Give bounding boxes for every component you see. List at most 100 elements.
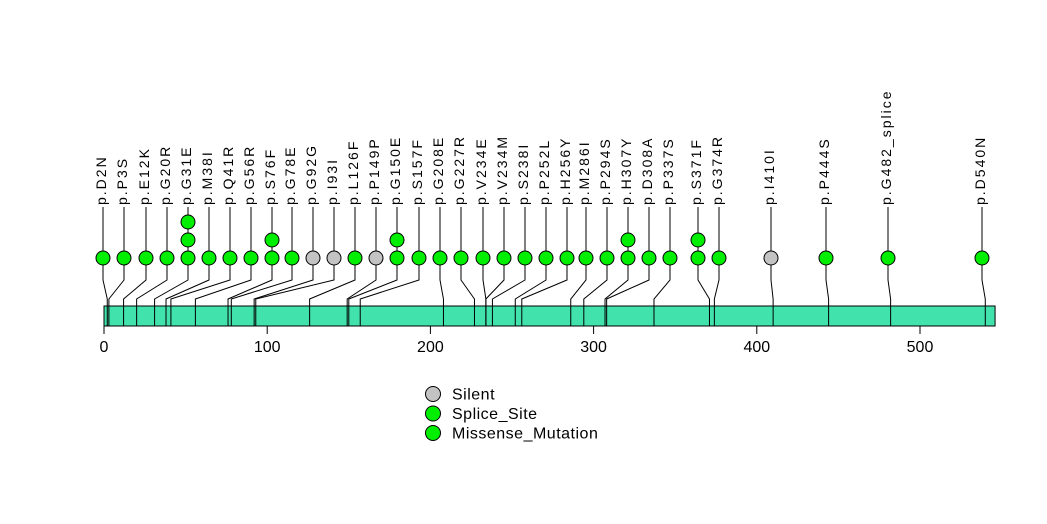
mutation-point[interactable] — [180, 232, 196, 248]
mutation-point[interactable] — [538, 250, 554, 266]
mutation-label: p.H307Y — [618, 137, 634, 205]
legend-label: Missense_Mutation — [452, 426, 598, 443]
lollipop-p.G31E: p.G31E — [154, 146, 196, 326]
axis-tick-label: 300 — [580, 339, 607, 356]
mutation-point[interactable] — [411, 250, 427, 266]
mutation-point[interactable] — [517, 250, 533, 266]
lollipop-p.S157F: p.S157F — [359, 138, 427, 326]
mutation-stem — [136, 207, 168, 326]
lollipop-p.H307Y: p.H307Y — [604, 137, 636, 326]
mutation-label: p.M38I — [199, 150, 215, 205]
mutation-stem — [439, 207, 444, 326]
lollipop-p.V234M: p.V234M — [485, 135, 512, 326]
mutation-label: p.V234E — [473, 137, 489, 205]
mutation-label: p.M286I — [576, 140, 592, 205]
mutation-stem — [460, 207, 475, 326]
mutation-point[interactable] — [690, 250, 706, 266]
mutation-stem — [514, 207, 547, 326]
mutation-stem — [359, 207, 420, 326]
lollipop-p.M286I: p.M286I — [570, 140, 594, 326]
mutation-label: p.D540N — [972, 136, 988, 205]
axis-tick-label: 500 — [907, 339, 934, 356]
mutation-point[interactable] — [389, 250, 405, 266]
mutation-point[interactable] — [284, 250, 300, 266]
mutation-point[interactable] — [818, 250, 834, 266]
lollipop-p.G374R: p.G374R — [709, 135, 727, 326]
mutation-point[interactable] — [180, 214, 196, 230]
mutation-point[interactable] — [368, 250, 384, 266]
mutation-point[interactable] — [432, 250, 448, 266]
gene-body — [103, 305, 996, 327]
mutation-point[interactable] — [305, 250, 321, 266]
mutation-point[interactable] — [389, 232, 405, 248]
mutation-point[interactable] — [578, 250, 594, 266]
mutation-point[interactable] — [974, 250, 990, 266]
mutation-stem — [570, 207, 587, 326]
mutation-label: p.P444S — [816, 137, 832, 205]
mutation-point[interactable] — [620, 250, 636, 266]
mutation-stem — [108, 207, 125, 326]
mutation-label: p.G31E — [178, 146, 194, 205]
axis-tick-label: 100 — [254, 339, 281, 356]
mutation-point[interactable] — [347, 250, 363, 266]
axis-tick-label: 400 — [743, 339, 770, 356]
mutation-point[interactable] — [201, 250, 217, 266]
mutation-point[interactable] — [662, 250, 678, 266]
mutation-label: p.P149P — [366, 137, 382, 205]
lollipop-p.G227R: p.G227R — [451, 135, 475, 326]
mutation-label: p.G482_splice — [878, 89, 894, 205]
mutation-point[interactable] — [599, 250, 615, 266]
mutation-point[interactable] — [641, 250, 657, 266]
mutation-point[interactable] — [711, 250, 727, 266]
mutation-label: p.G208E — [430, 136, 446, 205]
mutation-stem — [253, 207, 314, 326]
mutation-stem — [981, 207, 986, 326]
mutation-point[interactable] — [326, 250, 342, 266]
legend-label: Silent — [452, 387, 495, 404]
lollipop-p.D540N: p.D540N — [972, 136, 990, 326]
mutation-point[interactable] — [116, 250, 132, 266]
mutation-point[interactable] — [222, 250, 238, 266]
mutation-label: p.S371F — [688, 138, 704, 205]
mutation-label: p.P337S — [660, 137, 676, 205]
mutation-point[interactable] — [620, 232, 636, 248]
mutation-point[interactable] — [264, 250, 280, 266]
lollipop-p.E12K: p.E12K — [123, 147, 154, 326]
mutation-stem — [230, 207, 293, 326]
lollipop-p.G78E: p.G78E — [230, 146, 300, 326]
legend-item-missense_mutation: Missense_Mutation — [425, 425, 598, 443]
mutation-label: p.I93I — [324, 158, 340, 205]
mutation-point[interactable] — [475, 250, 491, 266]
mutation-stem — [713, 207, 720, 326]
mutation-stem — [653, 207, 671, 326]
mutation-label: p.V234M — [494, 135, 510, 205]
mutation-label: p.P252L — [536, 139, 552, 205]
mutation-stem — [170, 207, 231, 326]
mutation-point[interactable] — [690, 232, 706, 248]
mutation-point[interactable] — [180, 250, 196, 266]
lollipop-p.P444S: p.P444S — [816, 137, 834, 326]
mutation-point[interactable] — [95, 250, 111, 266]
lollipop-p.P3S: p.P3S — [108, 157, 132, 326]
mutation-stem — [123, 207, 147, 326]
legend-item-silent: Silent — [425, 386, 495, 404]
mutation-point[interactable] — [763, 250, 779, 266]
mutation-point[interactable] — [138, 250, 154, 266]
mutation-point[interactable] — [243, 250, 259, 266]
mutation-stem — [102, 207, 108, 326]
lollipop-p.P337S: p.P337S — [653, 137, 678, 326]
legend-swatch — [425, 386, 441, 402]
mutation-stem — [346, 207, 377, 326]
mutation-point[interactable] — [264, 232, 280, 248]
mutation-point[interactable] — [559, 250, 575, 266]
mutation-stem — [583, 207, 608, 326]
mutation-point[interactable] — [159, 250, 175, 266]
mutation-point[interactable] — [496, 250, 512, 266]
mutation-label: p.S76F — [262, 148, 278, 205]
mutation-point[interactable] — [880, 250, 896, 266]
lollipop-p.G208E: p.G208E — [430, 136, 448, 326]
mutation-point[interactable] — [453, 250, 469, 266]
mutation-label: p.G374R — [709, 135, 725, 205]
lollipop-p.Q41R: p.Q41R — [170, 145, 238, 326]
legend-item-splice_site: Splice_Site — [425, 405, 537, 423]
